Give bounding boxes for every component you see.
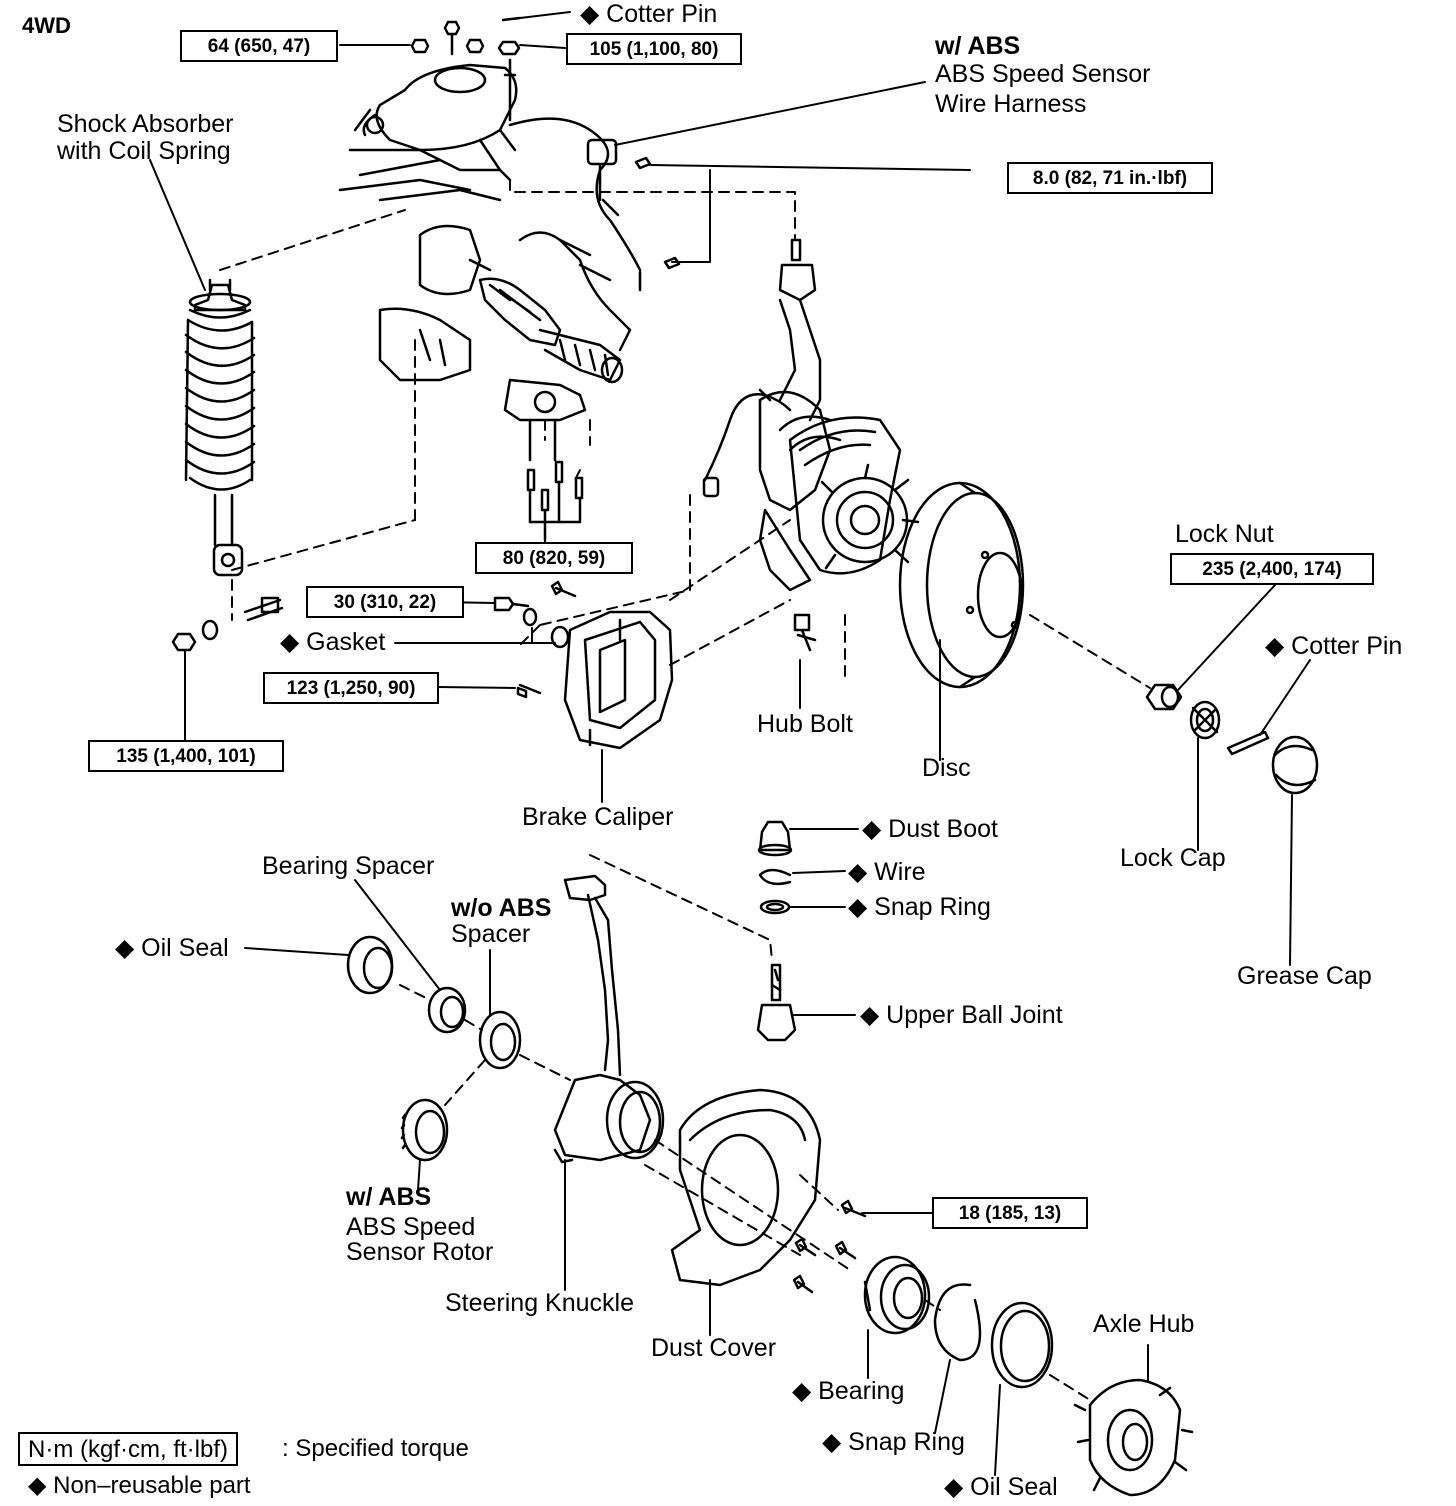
label-lock-nut: Lock Nut [1175,520,1274,548]
label-disc: Disc [922,754,971,782]
legend-unit-text: : Specified torque [282,1435,469,1462]
label-shock-absorber: Shock Absorber [57,110,234,138]
label-steering-knuckle: Steering Knuckle [445,1289,635,1317]
oil-seal-left [346,935,394,995]
bearing [863,1255,931,1335]
label-wo-abs: w/o ABS [451,894,552,922]
hub-bolt [793,613,817,652]
label-spacer: Spacer [451,920,531,948]
grease-cap [1271,735,1319,795]
abs-sensor-cable [702,388,792,498]
upper-arm [338,63,518,202]
label-dust-cover: Dust Cover [651,1334,777,1362]
wire-clip [758,868,792,886]
shock-lower-hardware [171,596,284,652]
drive-shaft [378,224,624,384]
shock-absorber-coil-spring [184,278,256,577]
center-bolts [526,460,584,542]
oil-seal-lower [990,1301,1054,1389]
bearing-spacer [427,986,467,1034]
label-cotter-pin-right: ◆ Cotter Pin [1265,632,1403,660]
label-oil-seal-lower: ◆ Oil Seal [944,1473,1058,1501]
label-wire: ◆ Wire [848,858,926,886]
spacer [478,1010,522,1070]
label-snap-ring-lower: ◆ Snap Ring [822,1428,965,1456]
torque-spec-18: 18 (185, 13) [932,1197,1088,1229]
snap-ring-lower [933,1283,982,1362]
label-wire-harness: Wire Harness [935,90,1087,118]
label-gasket: ◆ Gasket [280,628,386,656]
caliper-hardware [493,580,577,699]
label-w-abs-harness: w/ ABS [935,32,1021,60]
label-oil-seal-left: ◆ Oil Seal [115,934,229,962]
brake-disc [898,481,1025,689]
assembly-lines [219,179,1151,1401]
lower-knuckle-bracket [503,231,632,462]
torque-spec-8: 8.0 (82, 71 in.·lbf) [1007,162,1213,194]
dust-cover-bolts [792,1199,867,1294]
label-sensor-rotor: Sensor Rotor [346,1238,494,1266]
torque-spec-235: 235 (2,400, 174) [1170,553,1374,585]
steering-knuckle-lower [553,874,665,1164]
axle-hub [1073,1378,1194,1497]
label-snap-ring-upper: ◆ Snap Ring [848,893,991,921]
dust-cover-upper [788,416,920,575]
leader-lines [149,11,1311,1476]
torque-spec-123: 123 (1,250, 90) [263,672,439,704]
label-axle-hub: Axle Hub [1093,1310,1195,1338]
label-brake-caliper: Brake Caliper [522,803,674,831]
torque-spec-105: 105 (1,100, 80) [566,33,742,65]
label-abs-speed: ABS Speed [346,1213,476,1241]
brake-caliper [563,610,674,750]
label-bearing-spacer: Bearing Spacer [262,852,435,880]
top-nuts [410,16,522,122]
label-upper-ball-joint: ◆ Upper Ball Joint [860,1001,1063,1029]
dust-boot [757,820,793,857]
upper-ball-joint [756,963,797,1042]
label-dust-boot: ◆ Dust Boot [862,815,998,843]
lock-nut [1145,683,1183,711]
label-w-abs-rotor: w/ ABS [346,1183,432,1211]
torque-spec-30: 30 (310, 22) [306,586,464,618]
snap-ring-upper [759,899,791,915]
legend-unit-box: N·m (kgf·cm, ft·lbf) [18,1432,238,1466]
label-cotter-pin-top: ◆ Cotter Pin [580,0,718,28]
legend-non-reusable: ◆ Non–reusable part [28,1472,251,1499]
torque-spec-80: 80 (820, 59) [475,542,633,574]
abs-wire-harness [508,117,681,292]
torque-spec-64: 64 (650, 47) [180,30,338,62]
label-abs-speed-sensor: ABS Speed Sensor [935,60,1151,88]
label-hub-bolt: Hub Bolt [757,710,853,738]
label-with-coil-spring: with Coil Spring [57,137,231,165]
dust-cover-lower [670,1088,822,1287]
label-lock-cap: Lock Cap [1120,844,1226,872]
cotter-pin-right [1226,730,1270,756]
abs-sensor-rotor [400,1098,449,1162]
lock-cap [1189,700,1221,740]
label-bearing: ◆ Bearing [792,1377,905,1405]
label-grease-cap: Grease Cap [1237,962,1372,990]
torque-spec-135: 135 (1,400, 101) [88,740,284,772]
diagram-title: 4WD [22,13,71,38]
